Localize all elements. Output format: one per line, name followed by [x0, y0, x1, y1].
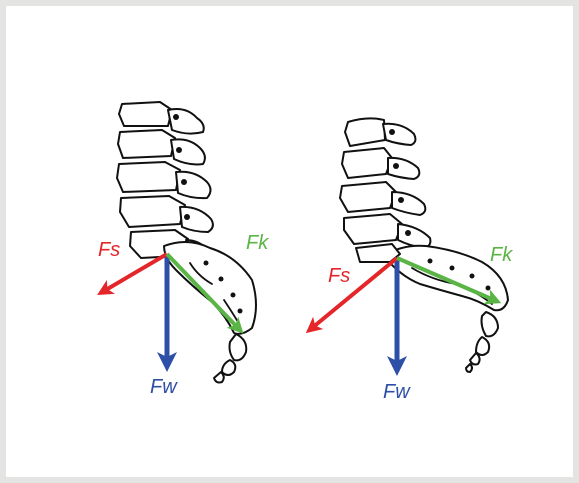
right-spine-drawing	[340, 118, 508, 372]
right-fw-label: Fw	[383, 381, 411, 403]
left-spine-drawing	[117, 102, 256, 383]
right-fk-label: Fk	[490, 244, 513, 266]
left-diagram: Fs Fk Fw	[98, 102, 269, 398]
left-fw-label: Fw	[150, 376, 178, 398]
left-fk-label: Fk	[246, 232, 269, 254]
right-shear-arrow	[312, 258, 397, 328]
right-diagram: Fs Fk Fw	[312, 118, 513, 403]
left-fs-label: Fs	[98, 239, 120, 261]
right-fs-label: Fs	[328, 265, 350, 287]
